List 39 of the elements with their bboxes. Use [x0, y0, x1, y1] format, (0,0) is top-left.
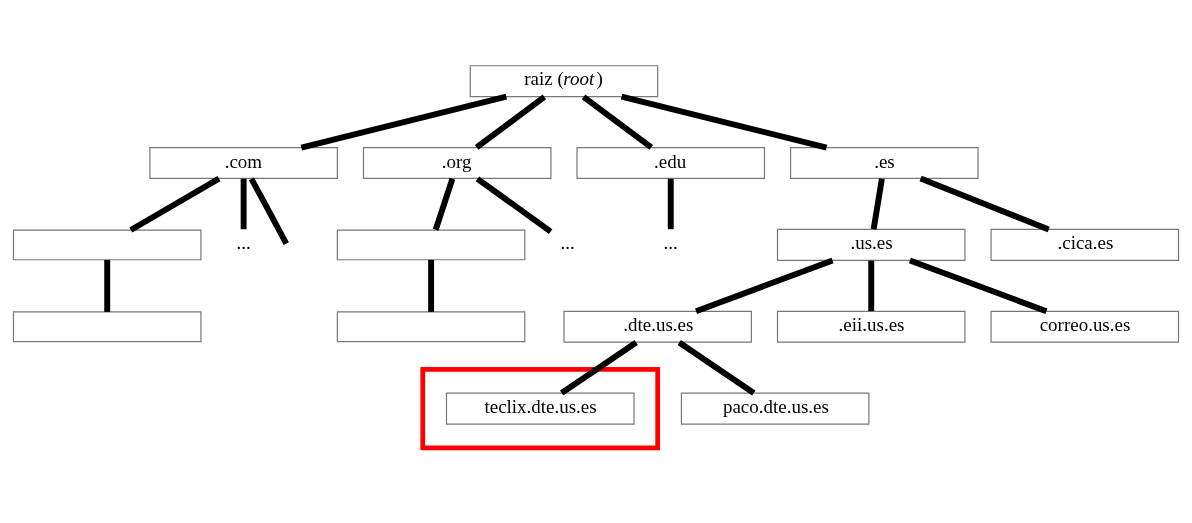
- connector: [919, 175, 1050, 233]
- connector: [432, 177, 456, 231]
- connector: [475, 176, 553, 234]
- connector: [620, 93, 828, 151]
- node-box: .com: [149, 147, 338, 180]
- connector: [300, 93, 508, 151]
- connector: [868, 260, 875, 312]
- connector: [677, 340, 756, 396]
- node-box: correo.us.es: [990, 310, 1180, 343]
- node-box: [12, 311, 202, 343]
- node-box: [12, 229, 202, 261]
- node-box: .eii.us.es: [776, 310, 966, 343]
- connector: [129, 176, 221, 233]
- node-box: raiz (root): [469, 65, 659, 98]
- node-box: .es: [789, 147, 979, 180]
- node-box: .us.es: [776, 228, 966, 261]
- connector: [870, 178, 885, 230]
- connector: [581, 94, 654, 150]
- connector: [428, 259, 435, 312]
- node-text: ...: [236, 232, 251, 254]
- connector: [695, 257, 834, 315]
- node-box: teclix.dte.us.es: [445, 392, 635, 425]
- node-box: .org: [362, 147, 552, 180]
- cluster: [420, 367, 661, 451]
- connector: [104, 259, 111, 312]
- connector: [248, 177, 289, 245]
- node-box: paco.dte.us.es: [680, 392, 870, 425]
- connector: [908, 257, 1048, 315]
- node-box: .edu: [576, 147, 766, 180]
- connector: [474, 94, 547, 150]
- node-text: ...: [560, 232, 575, 254]
- connector: [667, 178, 674, 230]
- node-box: [336, 229, 526, 261]
- connector: [240, 178, 247, 230]
- connector: [560, 340, 638, 396]
- node-box: [336, 311, 526, 343]
- node-text: ...: [663, 232, 678, 254]
- node-box: .cica.es: [990, 228, 1180, 261]
- node-box: .dte.us.es: [563, 310, 752, 343]
